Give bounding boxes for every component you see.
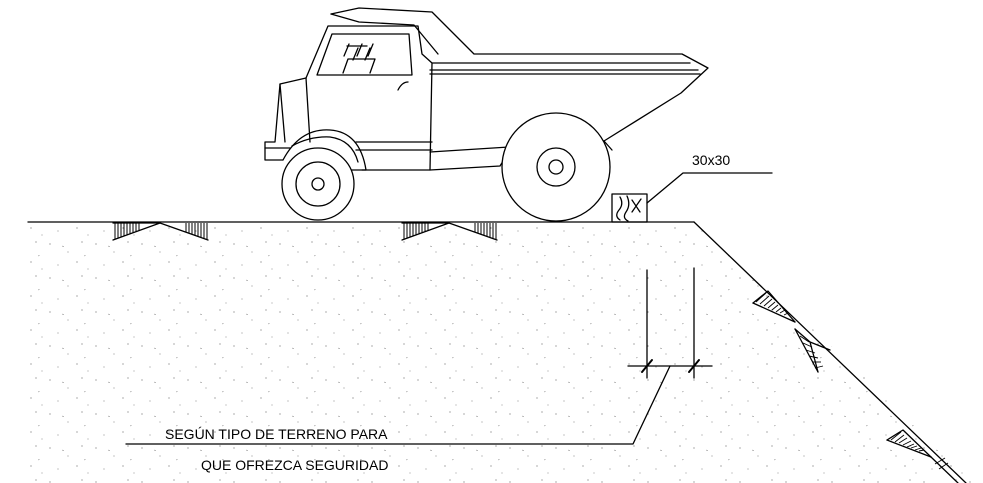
ground-hatch-left [112,222,209,241]
setback-dimension [125,267,713,445]
block-size-label: 30x30 [692,152,730,168]
wheel-stop-block-icon [611,193,648,223]
note-line-2: QUE OFREZCA SEGURIDAD [201,457,388,473]
ground-hatch-center [401,222,498,241]
front-wheel-icon [281,147,355,221]
slope-hatch-middle [794,328,831,373]
ground-profile [27,221,967,483]
soil-texture [30,222,983,483]
note-line-1: SEGÚN TIPO DE TERRENO PARA [165,426,388,442]
dump-truck-icon [264,7,709,171]
slope-hatch-lower [886,429,959,483]
slope-hatch-upper [752,290,796,323]
rear-wheel-icon [501,112,611,222]
block-size-leader [646,172,773,204]
